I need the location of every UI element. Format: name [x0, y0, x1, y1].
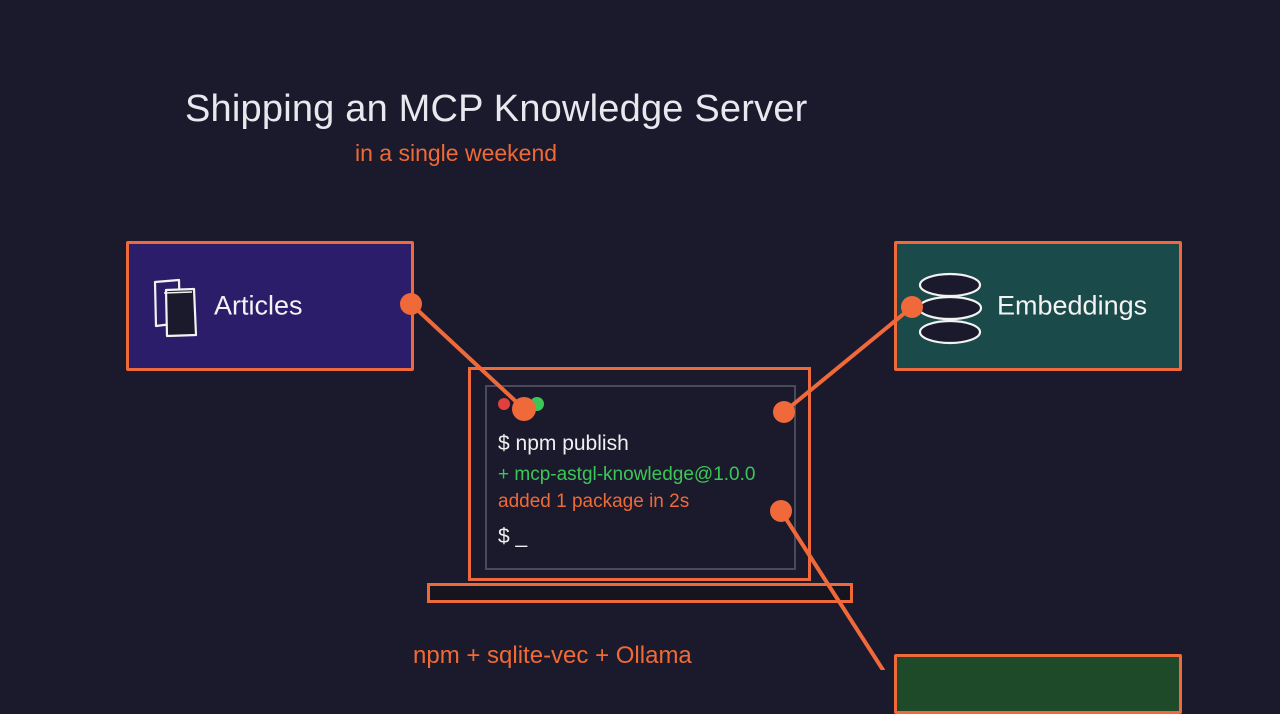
documents-icon — [153, 278, 198, 338]
embeddings-label: Embeddings — [997, 290, 1148, 321]
terminal-prompt: $ _ — [498, 525, 528, 548]
connector-terminal-partial — [779, 509, 885, 670]
diagram-subtitle: in a single weekend — [355, 140, 558, 166]
articles-node: Articles — [126, 241, 414, 371]
connector-dot-terminal-bottom — [770, 500, 792, 522]
connector-dot-terminal-right — [773, 401, 795, 423]
terminal-output-summary: added 1 package in 2s — [498, 491, 690, 512]
diagram-title: Shipping an MCP Knowledge Server — [185, 88, 808, 130]
terminal-output-package: + mcp-astgl-knowledge@1.0.0 — [498, 464, 756, 485]
laptop-base — [427, 583, 853, 603]
tech-stack-caption: npm + sqlite-vec + Ollama — [413, 642, 692, 669]
connector-articles-terminal — [409, 302, 526, 411]
connector-dot-articles — [400, 293, 422, 315]
vector-stack-icon — [917, 272, 983, 345]
terminal-screen — [485, 385, 796, 570]
terminal-command: $ npm publish — [498, 432, 629, 455]
window-close-dot — [498, 398, 510, 410]
connector-layer — [400, 293, 923, 670]
connector-embeddings-terminal — [782, 305, 914, 414]
connector-dot-embeddings — [901, 296, 923, 318]
embeddings-node: Embeddings — [894, 241, 1182, 371]
connector-dot-terminal-left — [512, 397, 536, 421]
articles-label: Articles — [214, 290, 303, 321]
